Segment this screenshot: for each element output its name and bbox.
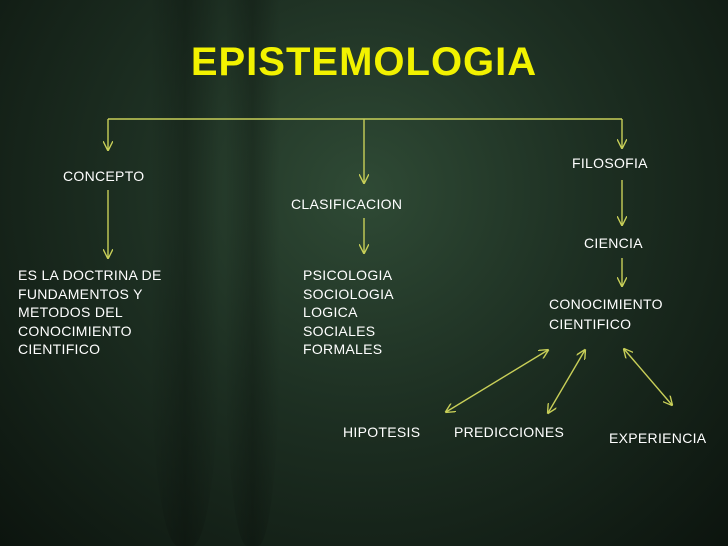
definition-line: METODOS DEL xyxy=(18,304,123,320)
conocimiento-label: CONOCIMIENTO CIENTIFICO xyxy=(549,294,663,334)
predicciones-label: PREDICCIONES xyxy=(454,424,565,440)
experiencia-label: EXPERIENCIA xyxy=(609,430,707,446)
definition-line: CONOCIMIENTO xyxy=(18,322,132,339)
clasificacion-label: CLASIFICACION xyxy=(291,196,403,212)
ciencia-label: CIENCIA xyxy=(584,235,643,251)
arrow-to-predicciones xyxy=(548,350,585,413)
definition-line: CIENTIFICO xyxy=(18,341,101,357)
background-stripe xyxy=(150,0,220,546)
concepto-label: CONCEPTO xyxy=(63,168,145,184)
clasificacion-item: LOGICA xyxy=(303,304,358,320)
clasificacion-list: PSICOLOGIA SOCIOLOGIA LOGICA SOCIALES FO… xyxy=(303,266,394,359)
concepto-definition: ES LA DOCTRINA DE FUNDAMENTOS Y METODOS … xyxy=(18,266,162,359)
definition-line: FUNDAMENTOS Y xyxy=(18,285,143,302)
filosofia-label: FILOSOFIA xyxy=(572,155,648,171)
arrow-to-hipotesis xyxy=(446,350,548,412)
arrow-to-experiencia xyxy=(624,349,672,405)
clasificacion-item: FORMALES xyxy=(303,341,383,357)
hipotesis-label: HIPOTESIS xyxy=(343,424,421,440)
conocimiento-line: CIENTIFICO xyxy=(549,316,632,332)
clasificacion-item: SOCIALES xyxy=(303,322,376,339)
definition-line: ES LA DOCTRINA DE xyxy=(18,267,162,283)
clasificacion-item: SOCIOLOGIA xyxy=(303,285,394,302)
clasificacion-item: PSICOLOGIA xyxy=(303,267,393,283)
background-stripe xyxy=(225,0,280,546)
conocimiento-line: CONOCIMIENTO xyxy=(549,296,663,312)
slide-title: EPISTEMOLOGIA xyxy=(190,40,538,84)
